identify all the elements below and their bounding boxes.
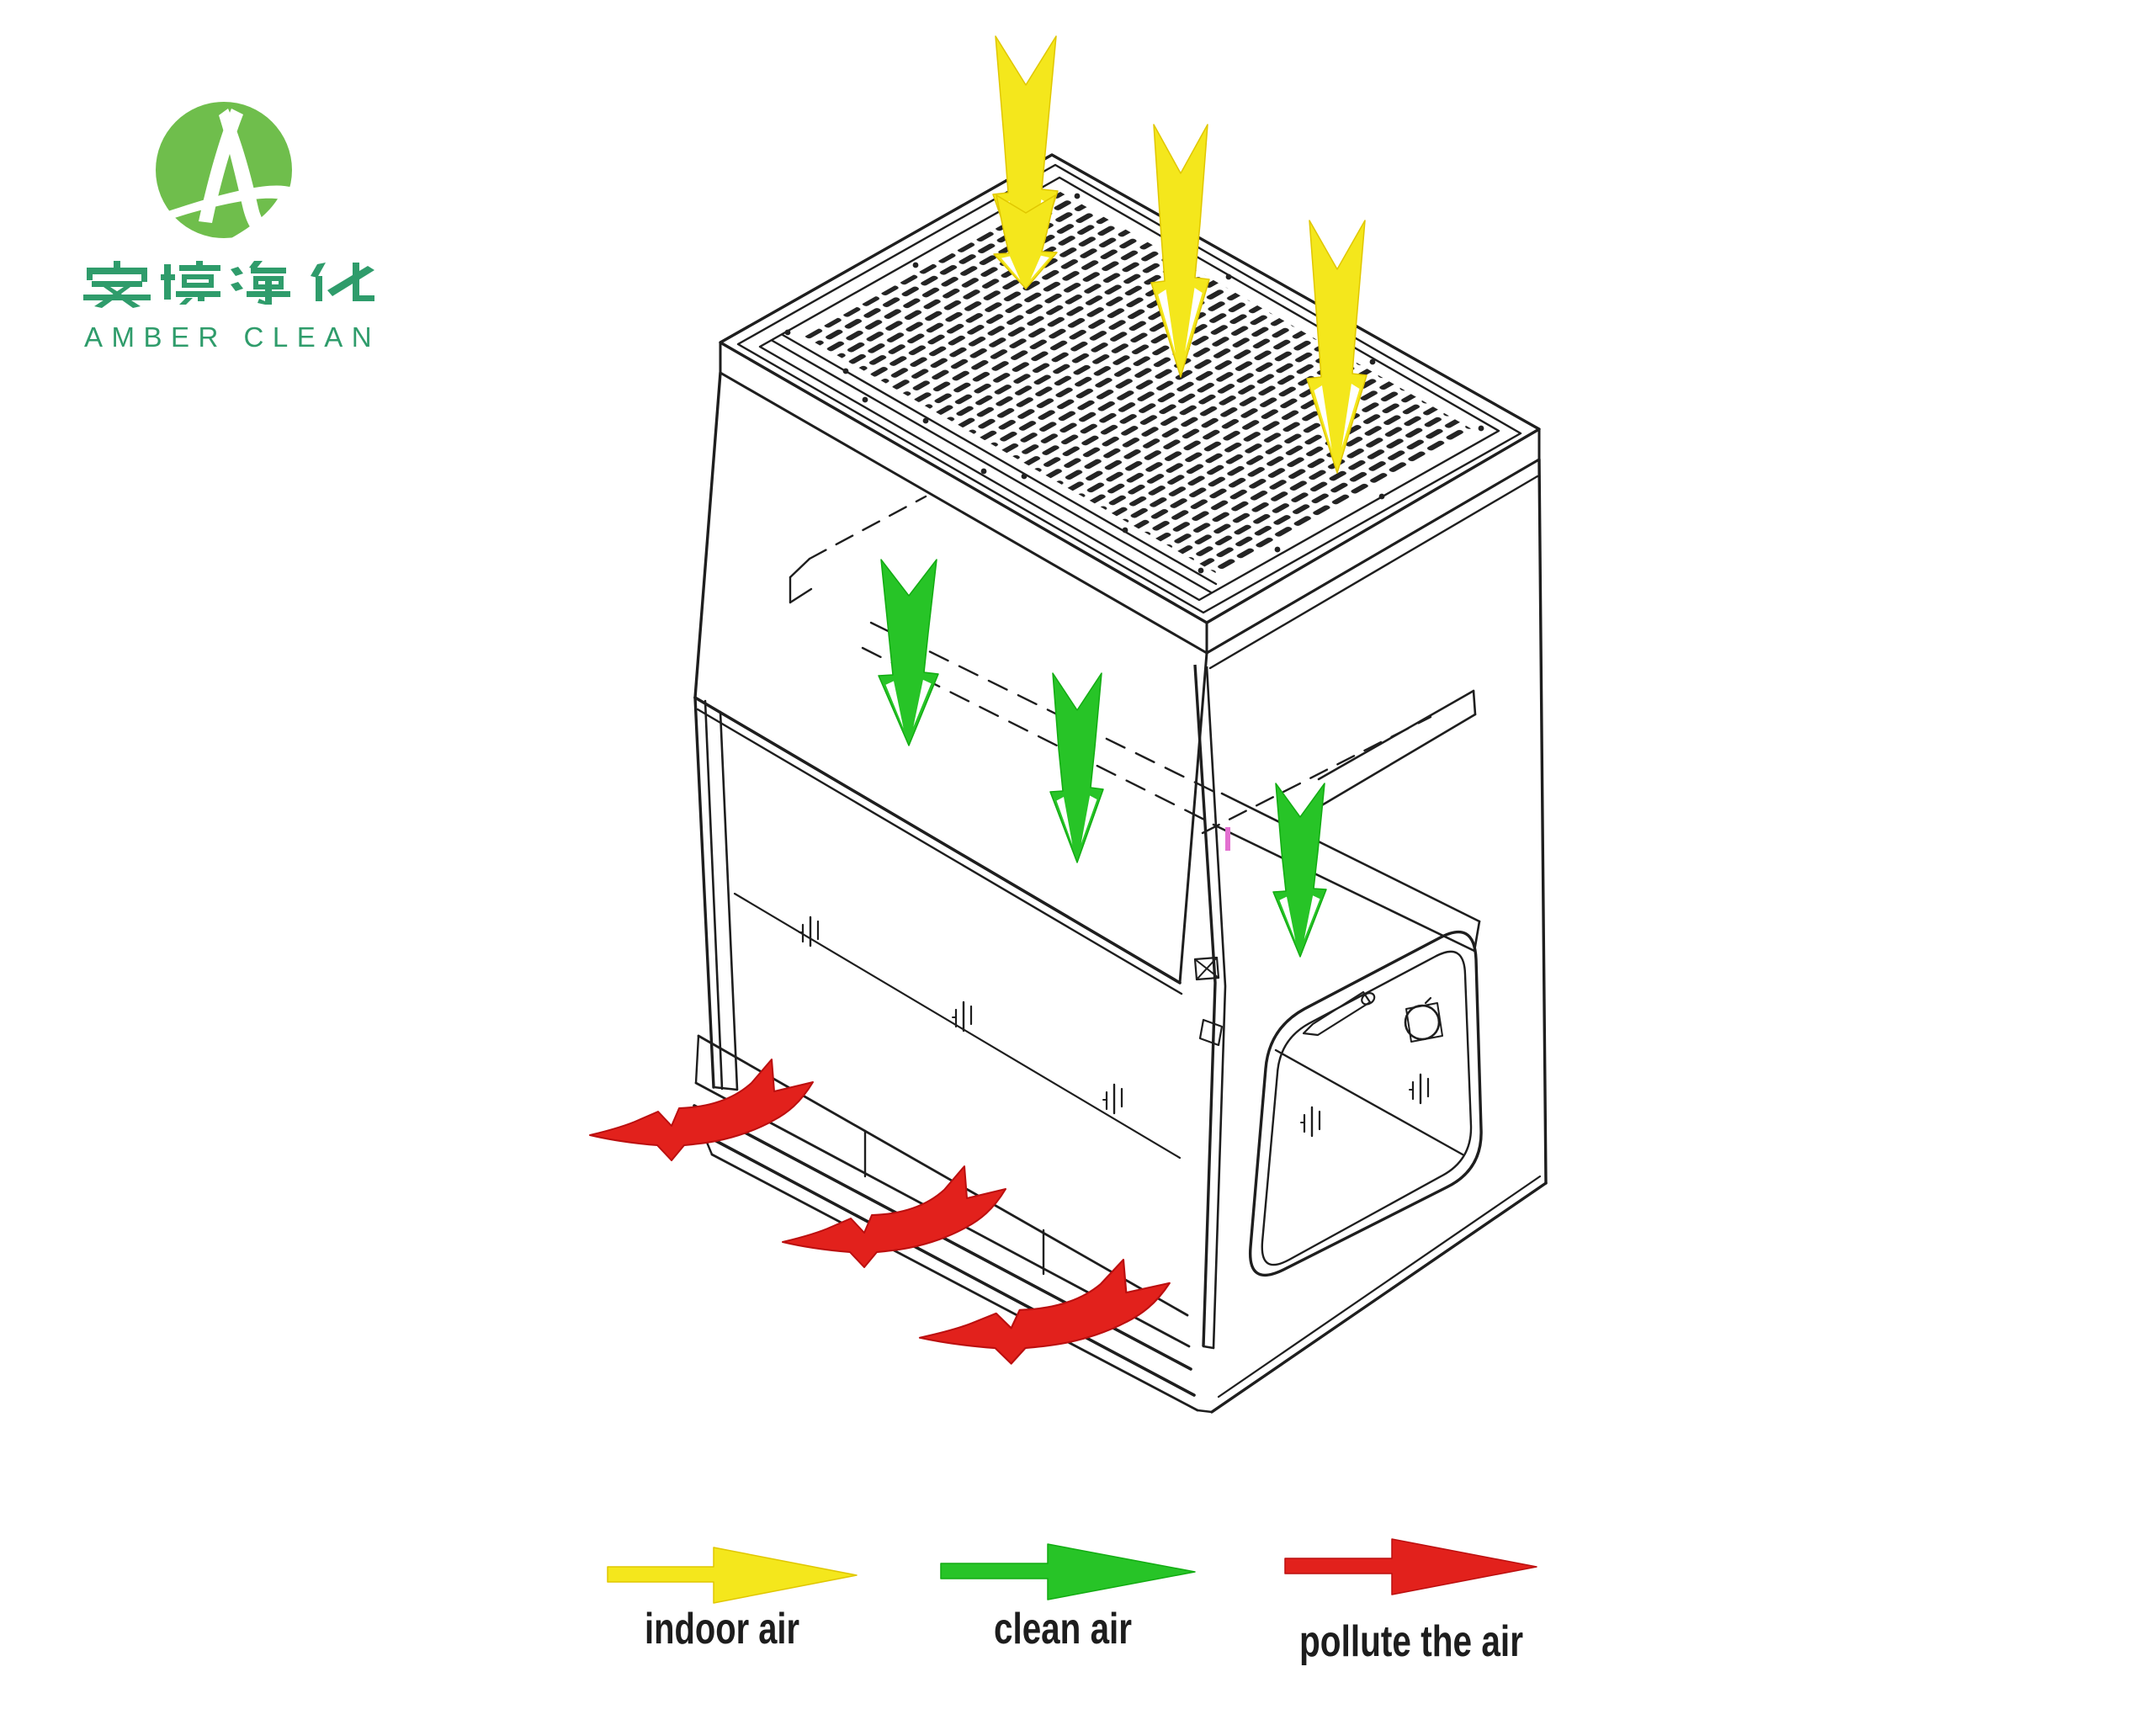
- svg-text:AMBER CLEAN: AMBER CLEAN: [84, 321, 380, 353]
- svg-text:clean air: clean air: [994, 1605, 1132, 1653]
- svg-text:pollute the air: pollute the air: [1299, 1617, 1523, 1666]
- svg-text:indoor air: indoor air: [645, 1605, 799, 1653]
